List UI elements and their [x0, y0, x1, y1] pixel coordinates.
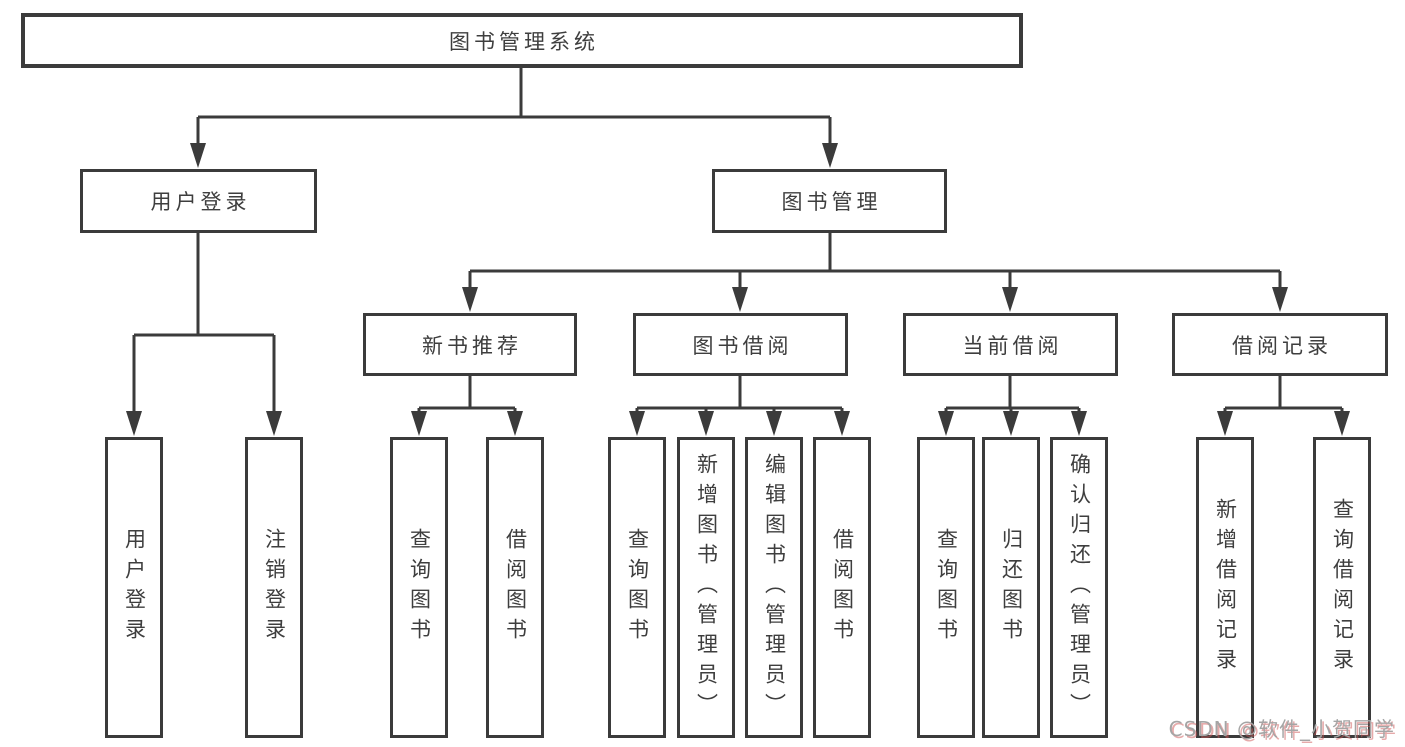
node-label: 借阅记录	[1232, 333, 1332, 358]
node-current-borrow: 当前借阅	[903, 313, 1118, 376]
node-label: 确认归还（管理员）	[1067, 452, 1092, 723]
leaf-borrow-books: 借阅图书	[813, 437, 871, 738]
node-user-login: 用户登录	[80, 169, 317, 233]
node-label: 图书借阅	[692, 333, 793, 358]
leaf-confirm-return-admin: 确认归还（管理员）	[1050, 437, 1108, 738]
node-label: 注销登录	[262, 527, 287, 648]
node-label: 借阅图书	[503, 527, 528, 648]
node-label: 新书推荐	[422, 333, 522, 358]
node-label: 查询图书	[407, 527, 432, 648]
node-book-management: 图书管理	[712, 169, 947, 233]
leaf-user-login: 用户登录	[105, 437, 163, 738]
leaf-logout: 注销登录	[245, 437, 303, 738]
node-label: 查询图书	[934, 527, 959, 648]
node-new-book-recommend: 新书推荐	[363, 313, 577, 376]
node-library-management-system: 图书管理系统	[21, 13, 1023, 68]
leaf-edit-books-admin: 编辑图书（管理员）	[745, 437, 803, 738]
node-label: 用户登录	[122, 527, 147, 648]
node-label: 当前借阅	[962, 333, 1063, 358]
node-label: 新增借阅记录	[1213, 497, 1238, 678]
node-label: 新增图书（管理员）	[694, 452, 719, 723]
node-label: 查询借阅记录	[1330, 497, 1355, 678]
node-book-borrow: 图书借阅	[633, 313, 848, 376]
leaf-return-books: 归还图书	[982, 437, 1040, 738]
node-label: 图书管理系统	[449, 29, 599, 54]
leaf-borrow-books-recommend: 借阅图书	[486, 437, 544, 738]
node-label: 编辑图书（管理员）	[762, 452, 787, 723]
leaf-add-borrow-record: 新增借阅记录	[1196, 437, 1254, 738]
leaf-query-books-borrow: 查询图书	[608, 437, 666, 738]
node-label: 图书管理	[781, 190, 882, 214]
leaf-query-books-current: 查询图书	[917, 437, 975, 738]
node-label: 查询图书	[625, 527, 650, 648]
node-label: 借阅图书	[830, 527, 855, 648]
leaf-query-borrow-record: 查询借阅记录	[1313, 437, 1371, 738]
node-label: 用户登录	[150, 190, 251, 214]
leaf-query-books-recommend: 查询图书	[390, 437, 448, 738]
csdn-watermark: CSDN @软件_小贺同学	[1168, 717, 1395, 741]
leaf-add-books-admin: 新增图书（管理员）	[677, 437, 735, 738]
node-borrow-record: 借阅记录	[1172, 313, 1388, 376]
node-label: 归还图书	[999, 527, 1024, 648]
